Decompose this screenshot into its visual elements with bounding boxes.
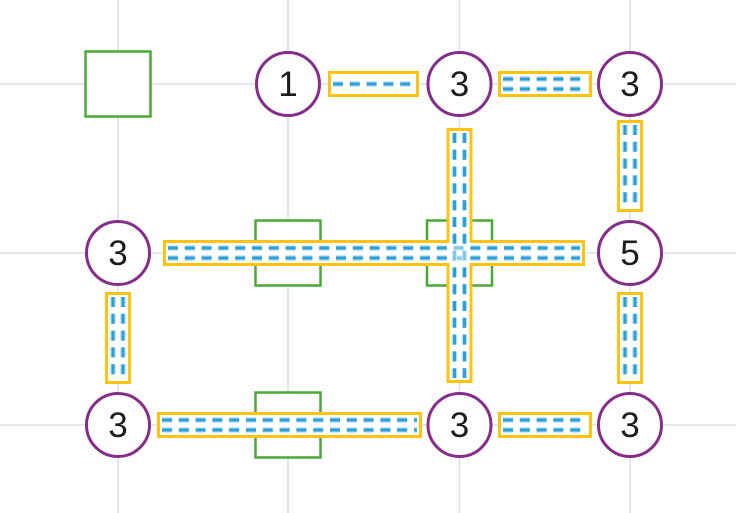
node-r1-c3[interactable]: 3 <box>426 51 493 117</box>
node-circle[interactable] <box>597 392 663 458</box>
node-r2-c4[interactable]: 5 <box>597 220 663 286</box>
node-value: 3 <box>108 406 127 445</box>
node-value: 3 <box>620 65 639 104</box>
node-value: 3 <box>108 234 127 273</box>
node-circle[interactable] <box>85 392 151 458</box>
node-circle[interactable] <box>426 392 493 458</box>
node-r3-c3[interactable]: 3 <box>426 392 493 458</box>
road-lanes <box>110 76 638 433</box>
node-circle[interactable] <box>597 51 663 117</box>
node-r1-c2[interactable]: 1 <box>255 51 321 117</box>
obstacle-square-r1-c1 <box>84 50 152 118</box>
node-value: 5 <box>620 234 639 273</box>
node-circle[interactable] <box>85 220 151 286</box>
nodes: 1 3 3 3 5 3 3 3 <box>85 51 663 458</box>
node-r3-c4[interactable]: 3 <box>597 392 663 458</box>
node-value: 3 <box>450 65 469 104</box>
crossing-overlay <box>449 243 470 263</box>
node-r3-c1[interactable]: 3 <box>85 392 151 458</box>
roads <box>105 71 643 438</box>
node-circle[interactable] <box>426 51 493 117</box>
node-circle[interactable] <box>597 220 663 286</box>
node-value: 3 <box>450 406 469 445</box>
node-r1-c4[interactable]: 3 <box>597 51 663 117</box>
node-circle[interactable] <box>255 51 321 117</box>
node-value: 3 <box>620 406 639 445</box>
node-value: 1 <box>278 65 297 104</box>
node-r2-c1[interactable]: 3 <box>85 220 151 286</box>
